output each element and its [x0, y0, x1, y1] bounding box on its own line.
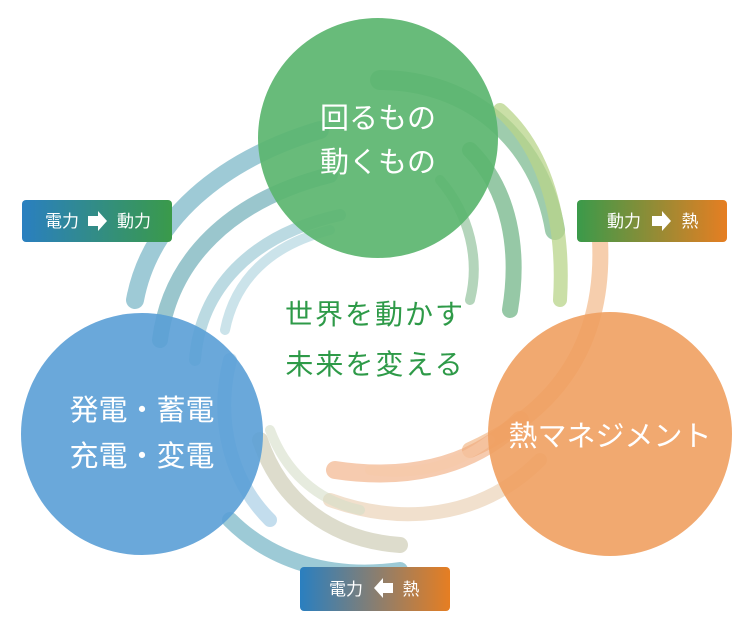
swirl-arc — [493, 103, 568, 307]
power-label-line2: 充電・変電 — [69, 439, 214, 473]
tag-elec-to-power-left: 電力 — [45, 212, 79, 232]
arrow-right-icon — [652, 211, 671, 231]
tag-power-to-heat: 動力 熱 — [577, 200, 727, 242]
swirl-arc — [252, 432, 408, 553]
arrow-left-icon — [374, 578, 393, 598]
tag-heat-to-elec-right: 熱 — [403, 580, 420, 600]
tag-heat-to-elec-left: 電力 — [329, 580, 363, 600]
power-circle — [21, 313, 263, 555]
swirl-arc — [265, 425, 365, 515]
center-line1: 世界を動かす — [285, 298, 465, 331]
arrow-right-icon — [88, 211, 107, 231]
tag-heat-to-elec: 電力 熱 — [300, 567, 450, 611]
heat-label: 熱マネジメント — [508, 419, 711, 453]
center-line2: 未来を変える — [285, 348, 464, 381]
tag-elec-to-power-right: 動力 — [117, 212, 151, 232]
tag-power-to-heat-left: 動力 — [607, 212, 641, 232]
tag-elec-to-power: 電力 動力 — [22, 200, 172, 242]
power-label-line1: 発電・蓄電 — [69, 393, 214, 427]
motion-label-line1: 回るもの — [320, 101, 436, 135]
swirl-arc — [365, 435, 495, 477]
motion-label-line2: 動くもの — [320, 145, 436, 179]
motion-circle — [258, 18, 498, 258]
heat-circle — [488, 312, 732, 556]
tag-power-to-heat-right: 熱 — [682, 212, 699, 232]
